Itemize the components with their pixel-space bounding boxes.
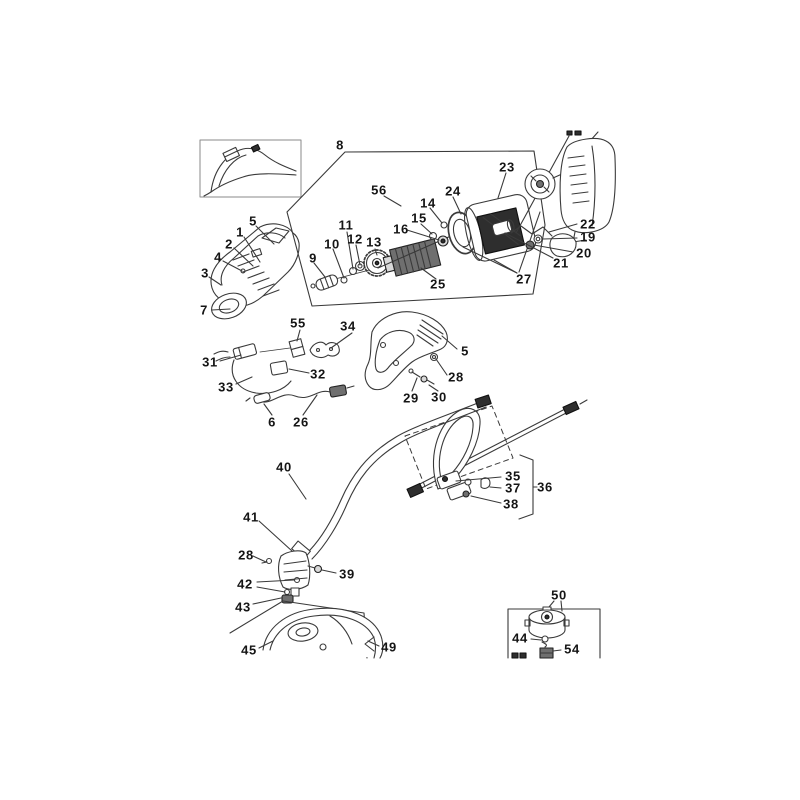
trimmer-head-box bbox=[507, 600, 601, 659]
gearhead bbox=[252, 550, 337, 605]
handle-housing bbox=[364, 311, 458, 392]
motor-housing-left bbox=[208, 223, 300, 320]
shoulder-strap-inset bbox=[199, 139, 302, 198]
loop-handle-assembly bbox=[404, 399, 588, 520]
clutch-housing-right bbox=[491, 130, 616, 259]
motor-group-outline bbox=[286, 150, 546, 307]
guard-assembly bbox=[229, 600, 384, 659]
throttle-parts bbox=[213, 329, 355, 416]
